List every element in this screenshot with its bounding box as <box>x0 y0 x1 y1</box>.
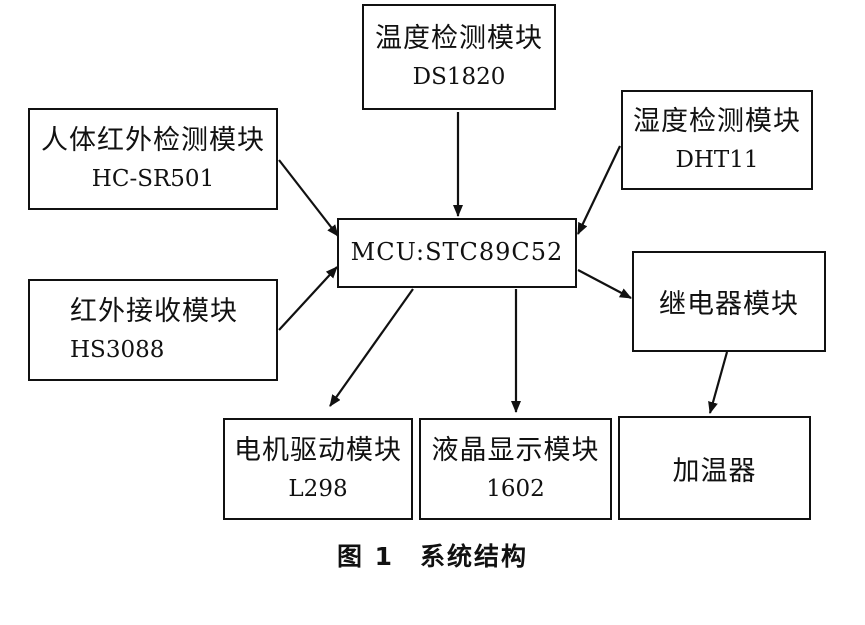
motor-driver-label: 电机驱动模块 <box>234 435 402 467</box>
human-sensor-code: HC-SR501 <box>91 166 215 193</box>
temp-sensor-box: 温度检测模块 DS1820 <box>362 4 556 110</box>
humidity-sensor-box: 湿度检测模块 DHT11 <box>621 90 813 190</box>
lcd-box: 液晶显示模块 1602 <box>419 418 612 520</box>
temp-sensor-code: DS1820 <box>412 64 506 91</box>
humidity-sensor-code: DHT11 <box>675 147 759 174</box>
ir-receiver-code: HS3088 <box>70 337 165 364</box>
relay-box: 继电器模块 <box>632 251 826 352</box>
temp-sensor-label: 温度检测模块 <box>375 23 543 55</box>
heater-box: 加温器 <box>618 416 811 520</box>
arrow-ir-to-mcu <box>278 266 338 331</box>
motor-driver-code: L298 <box>288 476 348 503</box>
heater-label: 加温器 <box>672 455 757 487</box>
arrow-humid-to-mcu <box>577 145 621 235</box>
ir-receiver-label: 红外接收模块 <box>70 296 238 328</box>
arrow-human-to-mcu <box>278 159 339 237</box>
figure-title: 系统结构 <box>420 542 529 571</box>
mcu-box: MCU:STC89C52 <box>337 218 577 288</box>
arrow-relay-to-heater <box>708 351 729 414</box>
arrow-mcu-to-motor <box>329 288 414 407</box>
human-sensor-box: 人体红外检测模块 HC-SR501 <box>28 108 278 210</box>
motor-driver-box: 电机驱动模块 L298 <box>223 418 413 520</box>
ir-receiver-box: 红外接收模块 HS3088 <box>28 279 278 381</box>
figure-number: 图 1 <box>336 542 395 571</box>
human-sensor-label: 人体红外检测模块 <box>41 125 265 157</box>
relay-label: 继电器模块 <box>659 289 799 320</box>
figure-caption: 图 1 系统结构 <box>0 537 865 573</box>
mcu-label: MCU:STC89C52 <box>350 238 564 267</box>
lcd-code: 1602 <box>486 476 545 503</box>
lcd-label: 液晶显示模块 <box>431 435 600 467</box>
humidity-sensor-label: 湿度检测模块 <box>633 106 801 138</box>
arrow-mcu-to-relay <box>577 269 632 299</box>
